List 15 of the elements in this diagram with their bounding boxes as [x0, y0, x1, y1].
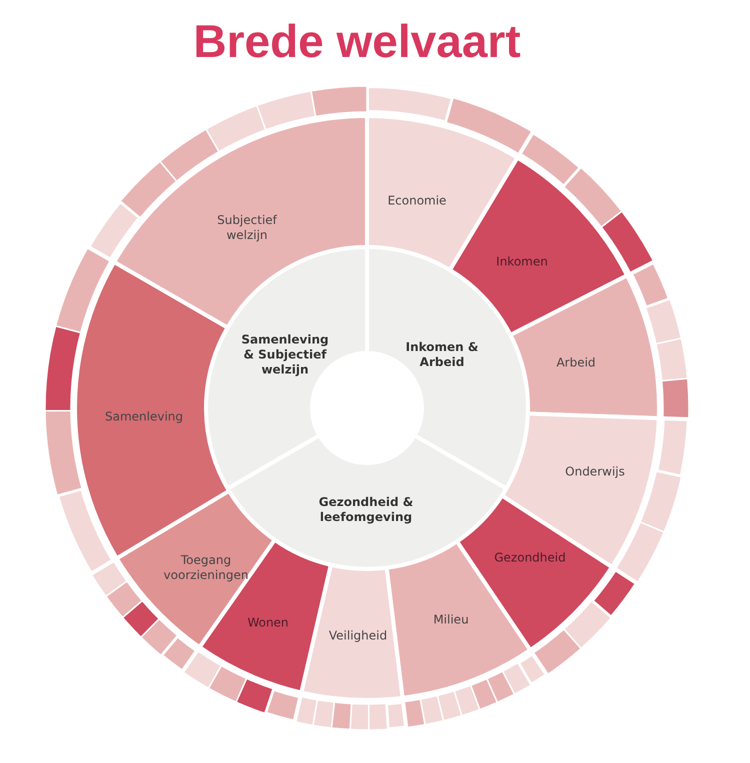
sector-label: Veiligheid — [328, 628, 388, 644]
title: Brede welvaart — [192, 14, 522, 68]
sector-label: Gezondheid — [493, 550, 567, 566]
group-label: Samenleving & Subjectief welzijn — [240, 332, 330, 378]
sector-label: Wonen — [246, 616, 290, 630]
group-label: Inkomen & Arbeid — [404, 340, 480, 370]
sector-label: Subjectief welzijn — [216, 213, 278, 243]
sector-label: Onderwijs — [564, 464, 626, 480]
group-label: Gezondheid & leefomgeving — [318, 495, 414, 525]
sector-label: Arbeid — [555, 356, 597, 370]
sector-label: Toegang voorzieningen — [162, 553, 250, 583]
sector-label: Milieu — [432, 612, 470, 628]
sector-label: Inkomen — [495, 254, 549, 270]
sector-label: Samenleving — [104, 410, 184, 424]
sector-label: Economie — [386, 194, 448, 208]
